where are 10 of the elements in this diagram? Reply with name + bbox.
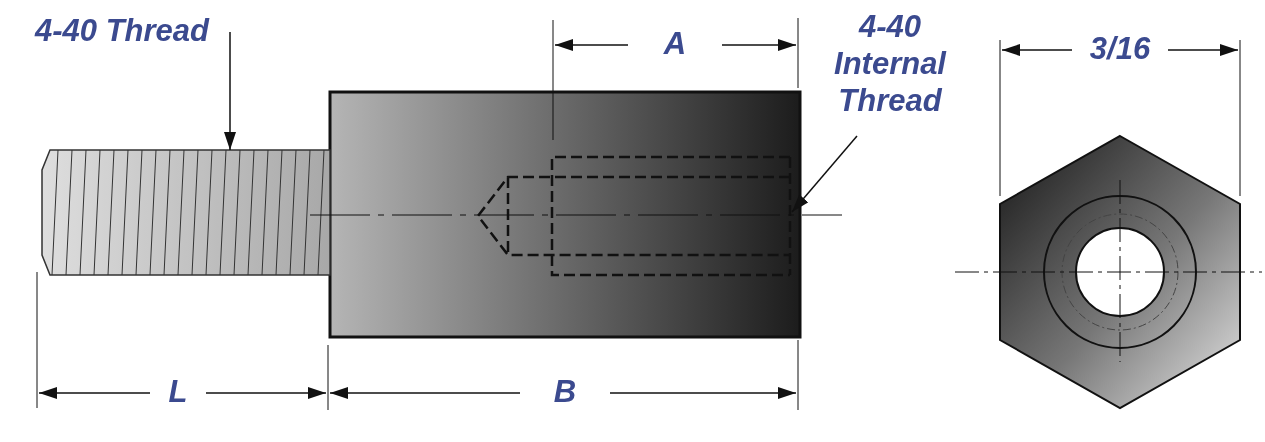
leader-line bbox=[791, 135, 858, 213]
leader-line bbox=[224, 31, 236, 151]
dimension-label: L bbox=[167, 373, 189, 411]
dimension-label: B bbox=[552, 373, 578, 411]
callout-label: 4-40 Thread bbox=[14, 12, 230, 50]
callout-label: 4-40 Internal Thread bbox=[812, 8, 968, 120]
dimension-label: 3/16 bbox=[1088, 30, 1152, 68]
thread-drawing bbox=[41, 149, 331, 276]
dimension-label: A bbox=[662, 25, 688, 63]
internal-thread-outline bbox=[476, 155, 792, 277]
